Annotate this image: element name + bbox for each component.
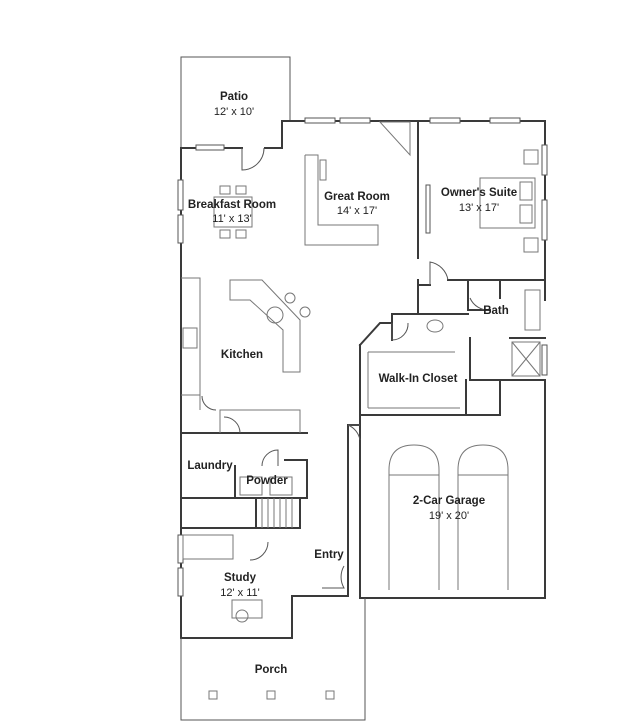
suite-door <box>429 261 449 285</box>
window <box>541 344 548 376</box>
stool <box>299 306 311 318</box>
toilet-fixture <box>269 476 293 496</box>
bath-door <box>469 297 491 311</box>
window <box>304 117 336 124</box>
window <box>489 117 521 124</box>
furniture <box>181 121 541 623</box>
window <box>177 179 184 211</box>
porch <box>180 598 366 721</box>
range <box>182 327 198 349</box>
patio-dims: 12' x 10' <box>214 106 254 118</box>
window <box>339 117 371 124</box>
breakfast-table <box>213 196 253 228</box>
closet-door <box>391 322 409 341</box>
window <box>425 184 431 234</box>
kitchen-island <box>229 279 301 373</box>
pantry-door <box>201 395 217 411</box>
sofa <box>182 534 234 560</box>
sink <box>266 306 284 324</box>
vanity <box>524 289 541 331</box>
breakfast-label: Breakfast Room <box>188 199 276 211</box>
toilet <box>426 319 444 333</box>
pillow <box>519 204 533 224</box>
kitchen-label: Kitchen <box>221 349 263 361</box>
cushion <box>319 159 327 181</box>
bed <box>479 177 536 229</box>
chair <box>235 229 247 239</box>
exterior-walls <box>180 56 546 639</box>
garage-label: 2-Car Garage <box>413 495 485 507</box>
entry-door <box>322 565 345 589</box>
patio-door <box>241 147 265 171</box>
windows <box>177 117 548 597</box>
laundry-label: Laundry <box>187 460 233 472</box>
chair <box>219 229 231 239</box>
entry-label: Entry <box>314 549 344 561</box>
shower <box>511 341 541 377</box>
garage-door <box>347 424 361 441</box>
garage-dims: 19' x 20' <box>429 510 469 522</box>
stool <box>284 292 296 304</box>
study-dims: 12' x 11' <box>220 587 259 599</box>
nightstand <box>523 149 539 165</box>
window <box>195 144 225 151</box>
chair <box>219 185 231 195</box>
chair <box>235 185 247 195</box>
study-door <box>249 541 269 561</box>
great-room-dims: 14' x 17' <box>337 205 377 217</box>
sink-fixture <box>239 476 263 496</box>
window <box>177 534 184 564</box>
window <box>177 214 184 244</box>
walk-in-closet-label: Walk-In Closet <box>379 373 458 385</box>
window <box>541 144 548 176</box>
porch-post <box>208 690 218 700</box>
powder-label: Powder <box>246 475 288 487</box>
porch-post <box>325 690 335 700</box>
window <box>541 199 548 241</box>
nightstand <box>523 237 539 253</box>
bath-label: Bath <box>483 305 509 317</box>
porch-post <box>266 690 276 700</box>
fireplace <box>378 121 411 157</box>
patio-label: Patio <box>220 91 248 103</box>
window <box>429 117 461 124</box>
room-labels: Patio 12' x 10' Breakfast Room 11' x 13'… <box>187 91 517 676</box>
owners-suite-label: Owner's Suite <box>441 187 517 199</box>
desk <box>231 599 263 619</box>
great-room-label: Great Room <box>324 191 390 203</box>
window <box>177 567 184 597</box>
car <box>388 444 440 590</box>
owners-suite-dims: 13' x 17' <box>459 202 499 214</box>
study-label: Study <box>224 572 257 584</box>
desk-chair <box>235 609 249 623</box>
laundry-door <box>223 416 241 434</box>
sectional-sofa <box>304 154 379 246</box>
porch-label: Porch <box>255 664 288 676</box>
breakfast-dims: 11' x 13' <box>212 213 251 225</box>
powder-door <box>261 449 279 467</box>
car <box>457 444 509 590</box>
pillow <box>519 181 533 201</box>
doors <box>201 147 491 589</box>
